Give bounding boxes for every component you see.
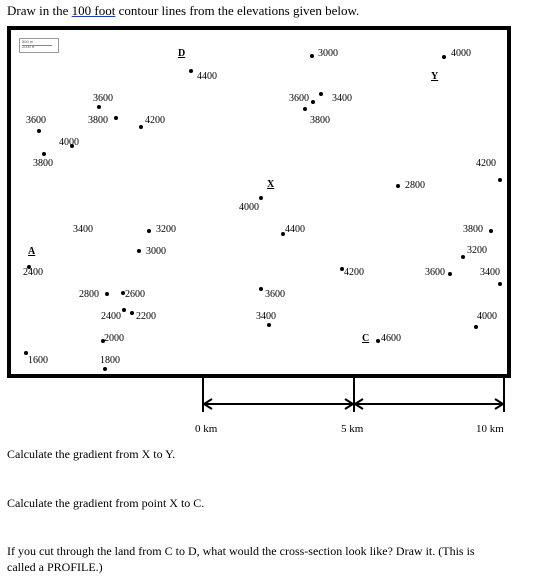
point-label-y: Y [431,71,439,82]
question-gradient-x-c: Calculate the gradient from point X to C… [7,496,205,510]
elevation-4000-x: 4000 [239,202,259,213]
distance-scale-bar [202,374,505,412]
elevation-3800-a: 3800 [88,115,108,126]
elevation-dot [376,339,380,343]
elevation-dot [498,178,502,182]
elevation-dot [147,229,151,233]
elevation-3200-left: 3200 [156,224,176,235]
elevation-dot [311,100,315,104]
elevation-1800: 1800 [100,355,120,366]
elevation-2200: 2200 [136,311,156,322]
elevation-3000-top: 3000 [318,48,338,59]
elevation-4600: 4600 [381,333,401,344]
elevation-dot [130,311,134,315]
elevation-dot [101,339,105,343]
elevation-dot [27,265,31,269]
elevation-dot [189,69,193,73]
instruction-link[interactable]: 100 foot [71,3,116,18]
elevation-4200-right: 4200 [476,158,496,169]
elevation-3600-b: 3600 [26,115,46,126]
elevation-dot [70,144,74,148]
elevation-3600-a: 3600 [93,93,113,104]
elevation-3400-r: 3400 [480,267,500,278]
elevation-3400-left: 3400 [73,224,93,235]
question-profile-line1: If you cut through the land from C to D,… [7,544,475,558]
elevation-4200-mid: 4200 [344,267,364,278]
elevation-4000-topright: 4000 [451,48,471,59]
elevation-dot [24,351,28,355]
elevation-dot [37,129,41,133]
elevation-3800-right: 3800 [463,224,483,235]
elevation-3600-low: 3600 [265,289,285,300]
scale-label-0km: 0 km [195,423,218,435]
elevation-2800-right: 2800 [405,180,425,191]
elevation-dot [114,116,118,120]
elevation-dot [139,125,143,129]
elevation-dot [319,92,323,96]
scale-label-5km: 5 km [341,423,364,435]
elevation-dot [448,272,452,276]
elevation-dot [97,105,101,109]
elevation-3000-left: 3000 [146,246,166,257]
elevation-map: 500 m 2000 ft D 4400 3000 4000 Y 3600 38… [7,26,511,378]
elevation-2000: 2000 [104,333,124,344]
elevation-dot [474,325,478,329]
elevation-3400-mid: 3400 [332,93,352,104]
elevation-dot [340,267,344,271]
point-label-c: C [362,333,370,344]
scale-label-10km: 10 km [476,423,504,435]
elevation-3600-r: 3600 [425,267,445,278]
elevation-dot [42,152,46,156]
elevation-dot [303,107,307,111]
elevation-4400-mid: 4400 [285,224,305,235]
elevation-dot [396,184,400,188]
elevation-dot [267,323,271,327]
elevation-3400-low: 3400 [256,311,276,322]
elevation-3600-mid: 3600 [289,93,309,104]
elevation-1600: 1600 [28,355,48,366]
elevation-dot [259,196,263,200]
elevation-3200-right: 3200 [467,245,487,256]
elevation-dot [310,54,314,58]
elevation-dot [498,282,502,286]
elevation-dot [122,308,126,312]
elevation-3800-mid: 3800 [310,115,330,126]
elevation-4200-a: 4200 [145,115,165,126]
question-profile-line2: called a PROFILE.) [7,560,103,574]
elevation-dot [442,55,446,59]
elevation-3800-b: 3800 [33,158,53,169]
question-gradient-x-y: Calculate the gradient from X to Y. [7,447,176,461]
elevation-dot [461,255,465,259]
elevation-2600: 2600 [125,289,145,300]
elevation-dot [489,229,493,233]
elevation-dot [103,367,107,371]
map-scale-widget: 500 m 2000 ft [19,38,59,53]
elevation-4000-b: 4000 [59,137,79,148]
elevation-4000-low: 4000 [477,311,497,322]
elevation-2800-low: 2800 [79,289,99,300]
point-label-a: A [28,246,36,257]
elevation-dot [137,249,141,253]
elevation-2400-low: 2400 [101,311,121,322]
point-label-d: D [178,48,186,59]
elevation-4400-top: 4400 [197,71,217,82]
instruction-text: Draw in the 100 foot contour lines from … [7,3,360,18]
elevation-2400: 2400 [23,267,43,278]
elevation-dot [281,232,285,236]
elevation-dot [105,292,109,296]
point-label-x: X [267,179,275,190]
elevation-dot [259,287,263,291]
elevation-dot [121,291,125,295]
